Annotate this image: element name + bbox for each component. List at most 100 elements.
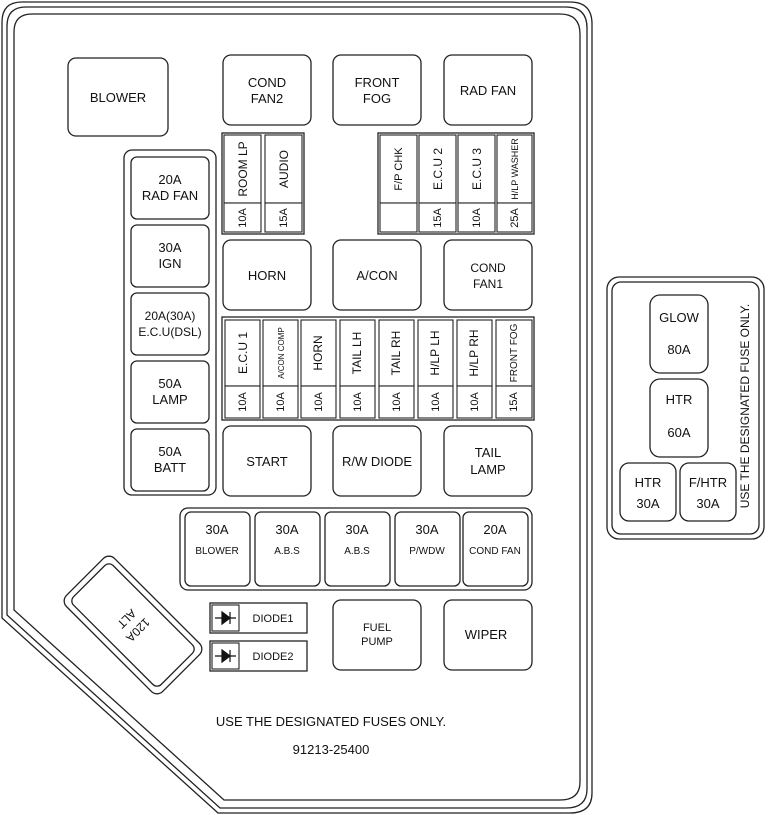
left-fuse-rating: 50A — [158, 444, 181, 459]
relay-cond-fan2-label-1: COND — [248, 75, 286, 90]
side-fuse-fhtr-30-rating: 30A — [696, 496, 719, 511]
side-fuse-htr-60-rating: 60A — [667, 425, 690, 440]
left-fuse-block: 20A RAD FAN 30A IGN 20A(30A) E.C.U(DSL) … — [123, 149, 217, 496]
mini-fuse-name: E.C.U 1 — [236, 332, 250, 374]
part-number: 91213-25400 — [293, 742, 370, 757]
mini-fuse-name: AUDIO — [277, 150, 291, 188]
left-fuse: 20A RAD FAN — [130, 156, 210, 220]
bottom-fuse-name: A.B.S — [344, 546, 370, 557]
relay-cond-fan2: COND FAN2 — [222, 54, 312, 126]
bottom-fuse: 30A P/WDW — [394, 511, 461, 587]
mini-fuse-name: H/LP LH — [428, 330, 442, 375]
mini-fuse: H/LP RH 10A — [456, 319, 493, 419]
mini-fuse: AUDIO 15A — [264, 134, 303, 233]
diode-1: DIODE1 — [209, 602, 308, 634]
mini-fuse: E.C.U 3 10A — [457, 134, 496, 233]
relay-rad-fan-label: RAD FAN — [460, 83, 516, 98]
mini-fuse-rating: 15A — [508, 392, 520, 412]
mini-fuse-rating: 10A — [469, 392, 481, 412]
relay-a-con: A/CON — [332, 239, 422, 311]
relay-horn-label: HORN — [248, 268, 286, 283]
mini-fuse-rating: 10A — [471, 208, 483, 228]
left-fuse: 50A LAMP — [130, 360, 210, 424]
mini-fuse-rating: 10A — [237, 208, 249, 228]
mini-fuse-rating: 10A — [313, 392, 325, 412]
relay-front-fog: FRONT FOG — [332, 54, 422, 126]
relay-fuel-pump-label-2: PUMP — [361, 636, 393, 648]
relay-cond-fan1-label-2: FAN1 — [473, 277, 503, 291]
mini-fuse: H/LP WASHER 25A — [496, 134, 533, 233]
side-box-notice: USE THE DESIGNATED FUSE ONLY. — [738, 304, 752, 509]
bottom-fuse-rating: 30A — [205, 522, 228, 537]
left-fuse: 50A BATT — [130, 428, 210, 492]
mini-fuse-name: HORN — [311, 335, 325, 370]
mini-fuse: H/LP LH 10A — [417, 319, 454, 419]
mini-fuse-rating: 25A — [509, 208, 521, 228]
relay-tail-lamp: TAIL LAMP — [443, 425, 533, 497]
side-fuse-htr-30-name: HTR — [635, 475, 662, 490]
relay-tail-lamp-label-2: LAMP — [470, 462, 505, 477]
bottom-fuse: 30A A.B.S — [324, 511, 391, 587]
left-fuse-rating: 20A(30A) — [145, 309, 196, 323]
mini-fuse-name: E.C.U 3 — [470, 148, 484, 190]
relay-front-fog-label-1: FRONT — [355, 75, 400, 90]
side-fuse-box: GLOW 80A HTR 60A HTR 30A F/HTR 30A USE T… — [606, 276, 765, 540]
mini-fuse-name: E.C.U 2 — [431, 148, 445, 190]
mini-fuse-name: TAIL RH — [389, 331, 403, 376]
relay-cond-fan1-label-1: COND — [470, 261, 506, 275]
mini-fuse-rating: 10A — [275, 392, 287, 412]
relay-blower: BLOWER — [67, 57, 169, 137]
mini-fuse-name: A/CON COMP — [277, 327, 286, 379]
relay-fuel-pump-label-1: FUEL — [363, 622, 391, 634]
mini-fuse-name: ROOM LP — [236, 141, 250, 196]
left-fuse-rating: 30A — [158, 240, 181, 255]
side-fuse-glow: GLOW 80A — [649, 294, 709, 374]
side-fuse-htr-60-name: HTR — [666, 392, 693, 407]
left-fuse-rating: 50A — [158, 376, 181, 391]
relay-start: START — [222, 425, 312, 497]
side-fuse-glow-rating: 80A — [667, 342, 690, 357]
mini-fuse-rating: 15A — [278, 208, 290, 228]
mini-fuse-name: H/LP WASHER — [510, 138, 520, 200]
mini-fuse-rating: 10A — [430, 392, 442, 412]
relay-rw-diode: R/W DIODE — [332, 425, 422, 497]
mini-fuse: FRONT FOG 15A — [495, 319, 533, 419]
bottom-fuse-block: 30A BLOWER 30A A.B.S 30A A.B.S 30A P/WDW… — [179, 507, 533, 591]
mini-fuse-rating: 10A — [391, 392, 403, 412]
mini-fuse-name: F/P CHK — [393, 147, 405, 191]
bottom-fuse: 30A BLOWER — [184, 511, 251, 587]
left-fuse-rating: 20A — [158, 172, 181, 187]
relay-front-fog-label-2: FOG — [363, 91, 391, 106]
alt-fuse: 120A ALT — [63, 555, 203, 695]
diode-2-symbol-icon — [215, 648, 236, 664]
mini-fuse: F/P CHK — [379, 134, 418, 233]
relay-blower-label: BLOWER — [90, 90, 146, 105]
mini-fuse-rating: 15A — [432, 208, 444, 228]
left-fuse-name: BATT — [154, 460, 186, 475]
mini-fuse-name: FRONT FOG — [509, 323, 520, 382]
bottom-fuse-name: COND FAN — [469, 546, 521, 557]
side-fuse-htr-30-rating: 30A — [636, 496, 659, 511]
diode-2: DIODE2 — [209, 640, 308, 672]
bottom-fuse-name: A.B.S — [274, 546, 300, 557]
mini-fuse-rating: 10A — [352, 392, 364, 412]
relay-cond-fan2-label-2: FAN2 — [251, 91, 284, 106]
mini-fuse: HORN 10A — [300, 319, 337, 419]
side-fuse-htr-60: HTR 60A — [649, 378, 709, 458]
relay-fuel-pump: FUEL PUMP — [332, 599, 422, 671]
left-fuse-name: RAD FAN — [142, 188, 198, 203]
mini-fuse: A/CON COMP 10A — [262, 319, 299, 419]
mini-fuse: TAIL RH 10A — [378, 319, 415, 419]
relay-wiper-label: WIPER — [465, 627, 508, 642]
mini-fuse-name: TAIL LH — [350, 332, 364, 375]
left-fuse-name: LAMP — [152, 392, 187, 407]
relay-start-label: START — [246, 454, 287, 469]
left-fuse: 30A IGN — [130, 224, 210, 288]
mini-fuse-rating: 10A — [237, 392, 249, 412]
bottom-fuse-rating: 30A — [415, 522, 438, 537]
bottom-fuse: 30A A.B.S — [254, 511, 321, 587]
mini-fuse: TAIL LH 10A — [339, 319, 376, 419]
bottom-fuse-rating: 30A — [345, 522, 368, 537]
relay-a-con-label: A/CON — [356, 268, 397, 283]
left-fuse-name: IGN — [158, 256, 181, 271]
